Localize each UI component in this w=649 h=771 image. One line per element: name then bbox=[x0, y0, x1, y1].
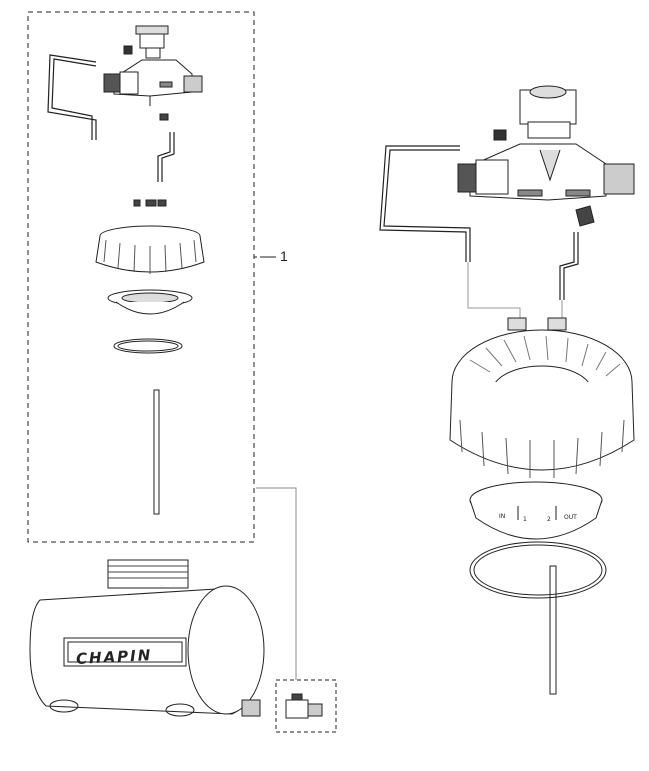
bent-tube-right bbox=[559, 232, 579, 300]
kit-dashed-box bbox=[27, 11, 255, 543]
o-ring bbox=[113, 338, 183, 354]
fitting-small bbox=[159, 113, 169, 121]
diaphragm-large bbox=[469, 481, 603, 540]
port-label-2: 2 bbox=[547, 516, 551, 523]
lid-large bbox=[449, 317, 635, 478]
valve-assembly-small bbox=[103, 25, 203, 106]
shutoff-valve bbox=[285, 693, 323, 719]
tank bbox=[29, 559, 265, 717]
port-label-in: IN bbox=[499, 513, 506, 520]
diaphragm bbox=[107, 289, 193, 315]
lid bbox=[95, 225, 205, 274]
o-ring-large bbox=[469, 541, 607, 599]
valve-dashed-box bbox=[275, 679, 337, 733]
dip-tube-large bbox=[549, 565, 557, 695]
bent-tube-small bbox=[157, 132, 175, 182]
port-label-out: OUT bbox=[564, 514, 577, 521]
bent-rod-large bbox=[379, 145, 471, 262]
callout-label: 1 bbox=[280, 248, 288, 264]
fitting-right bbox=[575, 205, 595, 227]
port-label-1: 1 bbox=[523, 516, 527, 523]
valve-assembly-large bbox=[457, 85, 635, 201]
bent-rod bbox=[47, 54, 97, 140]
dip-tube bbox=[153, 389, 160, 515]
valve-leader-line bbox=[256, 487, 297, 680]
